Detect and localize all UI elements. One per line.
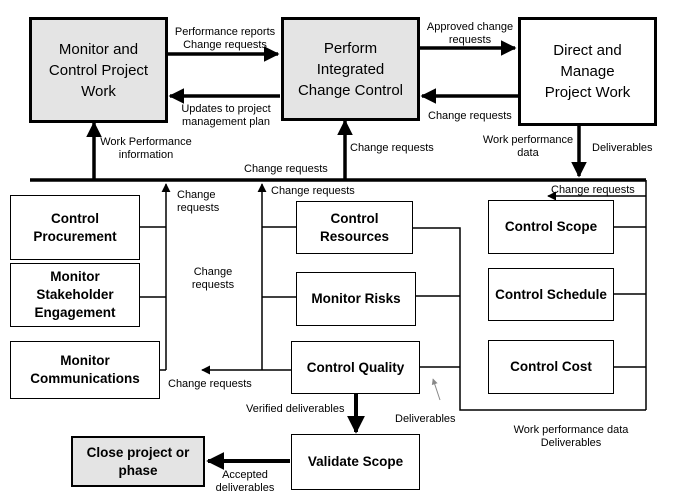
- label-accepted-deliverables: Accepted deliverables: [215, 469, 275, 494]
- label-verified-deliverables: Verified deliverables: [246, 403, 345, 415]
- arrow-deliverables-grey: [431, 378, 441, 401]
- label-updates-to-plan: Updates to project management plan: [181, 103, 271, 128]
- label-approved-change-requests: Approved change requests: [426, 21, 514, 46]
- control-procurement-box: Control Procurement: [10, 195, 140, 260]
- label-work-performance-data-top: Work performance data: [482, 134, 574, 159]
- control-scope-box: Control Scope: [488, 200, 614, 254]
- label-change-requests-from-direct: Change requests: [428, 110, 512, 122]
- label-work-performance-data-bottom: Work performance data Deliverables: [513, 424, 629, 449]
- control-resources-box: Control Resources: [296, 201, 413, 254]
- label-work-performance-information: Work Performance information: [100, 136, 192, 161]
- direct-manage-project-work-box: Direct and Manage Project Work: [518, 17, 657, 126]
- label-change-requests-bus: Change requests: [244, 163, 328, 175]
- label-change-requests-bottom: Change requests: [168, 378, 252, 390]
- control-quality-box: Control Quality: [291, 341, 420, 394]
- bottom-right-return-line: [413, 227, 646, 411]
- monitor-communications-box: Monitor Communications: [10, 341, 160, 399]
- close-project-or-phase-box: Close project or phase: [71, 436, 205, 487]
- monitor-risks-box: Monitor Risks: [296, 272, 416, 326]
- label-performance-reports: Performance reports Change requests: [174, 26, 276, 51]
- label-deliverables-bottom: Deliverables: [395, 413, 456, 425]
- label-change-requests-right: Change requests: [551, 184, 635, 196]
- validate-scope-box: Validate Scope: [291, 434, 420, 490]
- label-change-requests-up: Change requests: [350, 142, 434, 154]
- label-change-requests-mid-top: Change requests: [271, 185, 355, 197]
- perform-integrated-change-control-box: Perform Integrated Change Control: [281, 17, 420, 121]
- label-deliverables-top: Deliverables: [592, 142, 653, 154]
- monitor-stakeholder-engagement-box: Monitor Stakeholder Engagement: [10, 263, 140, 327]
- label-change-requests-left-lower: Change requests: [191, 266, 235, 291]
- control-cost-box: Control Cost: [488, 340, 614, 394]
- monitor-control-project-work-box: Monitor and Control Project Work: [29, 17, 168, 123]
- label-change-requests-left-upper: Change requests: [177, 189, 220, 214]
- control-schedule-box: Control Schedule: [488, 268, 614, 321]
